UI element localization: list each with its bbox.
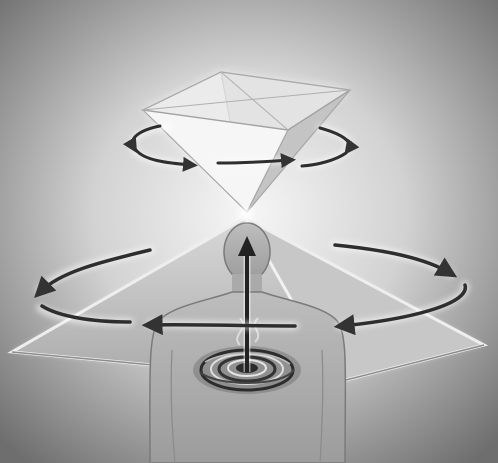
apex-glow <box>239 207 253 221</box>
